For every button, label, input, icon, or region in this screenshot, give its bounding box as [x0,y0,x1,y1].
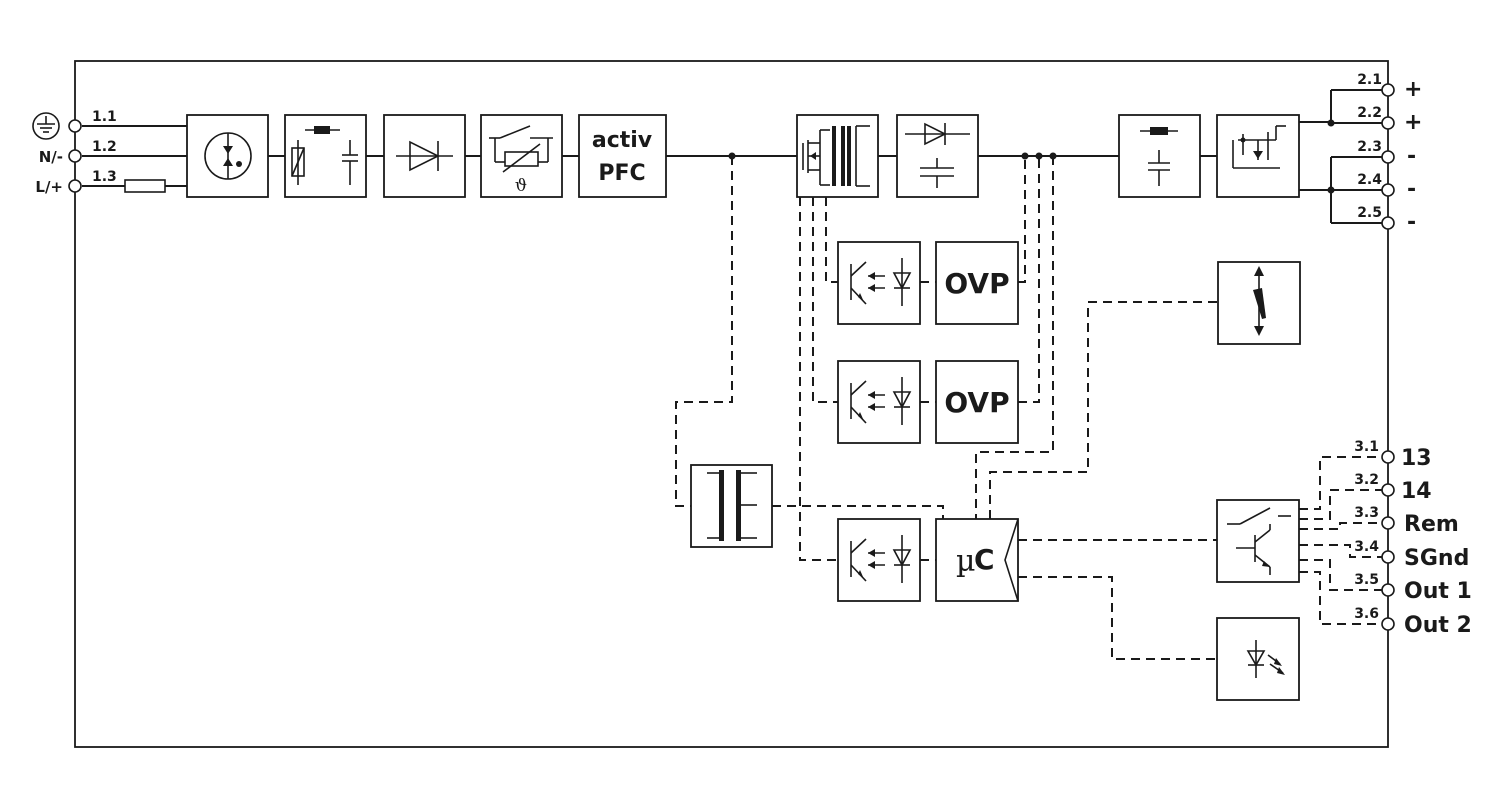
fuse-icon [124,179,166,193]
terminal-3-1-number: 3.1 [1354,439,1379,455]
terminal-3-4-number: 3.4 [1354,539,1379,555]
transformer-icon [707,470,757,541]
oring-block [1216,114,1300,198]
terminal-2-3-sign: - [1407,144,1416,169]
terminal-3-5[interactable] [1381,583,1395,597]
optocoupler-block-3 [837,518,921,602]
terminal-1-2-number: 1.2 [92,139,117,155]
terminal-2-4-sign: - [1407,177,1416,202]
output-wiring [1299,89,1382,224]
terminal-2-4[interactable] [1381,183,1395,197]
terminal-3-6-number: 3.6 [1354,606,1379,622]
surge-protection-icon [204,132,252,180]
optocoupler-icon [850,535,912,583]
terminal-2-1-number: 2.1 [1357,72,1382,88]
terminal-3-3[interactable] [1381,516,1395,530]
terminal-2-1-sign: + [1404,77,1422,102]
terminal-2-1[interactable] [1381,83,1395,97]
terminal-1-3-label: L/+ [35,178,63,196]
mc-c-label: C [974,543,995,576]
optocoupler-block-2 [837,360,921,444]
terminal-3-6-label: Out 2 [1404,613,1472,638]
terminal-1-3[interactable] [68,179,82,193]
signal-output-block [1216,499,1300,583]
potentiometer-icon [1253,266,1266,336]
control-signal-lines [675,156,1382,660]
terminal-3-4-label: SGnd [1404,546,1469,571]
ovp-1-label: OVP [944,267,1009,300]
ovp-block-2: OVP [935,360,1019,444]
surge-protection-block [186,114,269,198]
mosfet-transformer-icon [802,125,870,187]
output-rectifier-block [896,114,979,198]
relay-transistor-icon [1227,507,1291,575]
oring-mosfet-icon [1232,125,1286,169]
emi-filter-icon [291,126,358,185]
optocoupler-icon [850,377,912,425]
terminal-2-4-number: 2.4 [1357,172,1382,188]
terminal-2-2[interactable] [1381,116,1395,130]
terminal-3-1[interactable] [1381,450,1395,464]
terminal-2-3[interactable] [1381,150,1395,164]
housing-outline [74,60,1389,748]
dc-dc-converter-block [796,114,879,198]
rectifier-diode-icon [396,140,453,172]
emi-filter-block [284,114,367,198]
terminal-1-3-number: 1.3 [92,169,117,185]
terminal-2-5-sign: - [1407,210,1416,235]
pfc-label-line2: PFC [598,161,645,186]
rectifier-block [383,114,466,198]
terminal-2-5[interactable] [1381,216,1395,230]
terminal-3-4[interactable] [1381,550,1395,564]
terminal-3-2-label: 14 [1401,479,1432,504]
terminal-1-1[interactable] [68,119,82,133]
led-block [1216,617,1300,701]
optocoupler-block-1 [837,241,921,325]
output-filter-block [1118,114,1201,198]
terminal-1-1-number: 1.1 [92,109,117,125]
output-rectifier-icon [905,122,970,188]
ovp-block-1: OVP [935,241,1019,325]
terminal-3-3-number: 3.3 [1354,505,1379,521]
isolation-transformer-block [690,464,773,548]
inrush-limiter-block: ϑ [480,114,563,198]
pfc-block: activ PFC [578,114,667,198]
terminal-3-6[interactable] [1381,617,1395,631]
output-filter-icon [1140,127,1178,186]
terminal-3-3-label: Rem [1404,512,1459,537]
terminal-2-5-number: 2.5 [1357,205,1382,221]
ground-icon [32,112,60,140]
terminal-2-2-sign: + [1404,110,1422,135]
led-icon [1246,640,1285,678]
mc-mu-label: µ [956,544,976,579]
terminal-3-2[interactable] [1381,483,1395,497]
terminal-1-2-label: N/- [39,148,63,166]
terminal-3-1-label: 13 [1401,446,1432,471]
terminal-2-2-number: 2.2 [1357,105,1382,121]
terminal-3-5-label: Out 1 [1404,579,1472,604]
terminal-1-2[interactable] [68,149,82,163]
terminal-3-2-number: 3.2 [1354,472,1379,488]
potentiometer-block [1217,261,1301,345]
microcontroller-block: µ C [935,518,1019,602]
svg-text:ϑ: ϑ [515,176,527,196]
terminal-2-3-number: 2.3 [1357,139,1382,155]
terminal-3-5-number: 3.5 [1354,572,1379,588]
ovp-2-label: OVP [944,386,1009,419]
pfc-label-line1: activ [592,128,653,153]
optocoupler-icon [850,258,912,306]
thermal-switch-icon: ϑ [489,125,553,196]
